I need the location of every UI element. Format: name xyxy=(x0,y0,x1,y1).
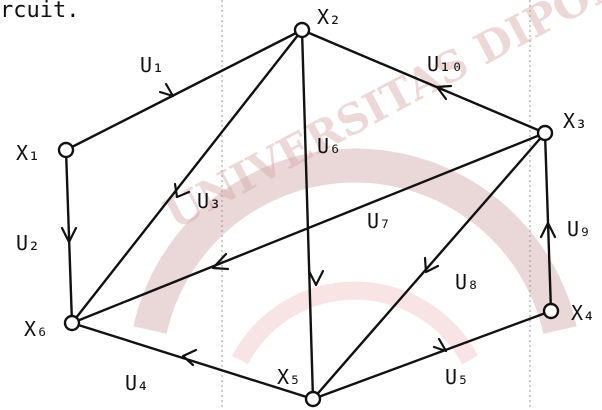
edge-u1 xyxy=(64,28,304,152)
edge-u2 xyxy=(64,148,74,325)
arrow-u6 xyxy=(307,269,325,287)
nodes xyxy=(57,21,560,408)
edge-u7 xyxy=(70,131,547,325)
node-x4 xyxy=(542,302,560,320)
node-x1 xyxy=(57,141,75,159)
edge-label-u10: U₁₀ xyxy=(427,52,463,76)
arrow-u3 xyxy=(173,182,191,199)
edge-labels: U₁ U₂ U₃ U₄ U₅ U₆ U₇ U₈ U₉ U₁₀ xyxy=(16,52,591,395)
arrow-u2 xyxy=(60,226,78,244)
edge-label-u2: U₂ xyxy=(16,231,40,255)
arrow-u8 xyxy=(423,256,440,274)
arrow-u1 xyxy=(158,82,175,98)
edge-label-u6: U₆ xyxy=(317,134,341,158)
node-x3 xyxy=(536,124,554,142)
node-x2 xyxy=(293,21,311,39)
node-x5 xyxy=(304,390,322,408)
edge-u10 xyxy=(300,28,547,135)
watermark-seal: UNIVERSITAS DIPONEGORO xyxy=(133,0,602,365)
watermark-text: UNIVERSITAS DIPONEGORO xyxy=(157,0,602,239)
node-label-x4: X₄ xyxy=(571,301,595,325)
edge-u3 xyxy=(70,28,304,325)
node-label-x6: X₆ xyxy=(24,317,48,341)
node-label-x1: X₁ xyxy=(16,141,40,165)
edge-u4 xyxy=(70,321,315,401)
edge-label-u1: U₁ xyxy=(140,53,164,77)
edge-label-u5: U₅ xyxy=(445,365,469,389)
header-text: rcuit. xyxy=(0,0,79,23)
arrow-u5 xyxy=(432,337,448,353)
arrow-u7 xyxy=(211,252,230,271)
arrowheads xyxy=(60,82,557,367)
edge-label-u8: U₈ xyxy=(455,270,479,294)
node-x6 xyxy=(63,314,81,332)
node-label-x5: X₅ xyxy=(277,365,301,389)
edge-u6 xyxy=(300,28,315,401)
node-label-x2: X₂ xyxy=(317,5,341,29)
edge-u8 xyxy=(311,131,547,401)
arrow-u4 xyxy=(181,348,198,367)
edge-label-u9: U₉ xyxy=(567,217,591,241)
edge-label-u3: U₃ xyxy=(197,189,221,213)
edges xyxy=(64,28,553,401)
node-labels: X₁ X₂ X₃ X₄ X₅ X₆ xyxy=(16,5,595,389)
edge-label-u7: U₇ xyxy=(367,209,391,233)
arrow-u10 xyxy=(435,84,453,101)
arrow-u9 xyxy=(539,221,557,239)
node-label-x3: X₃ xyxy=(563,109,587,133)
edge-u5 xyxy=(311,309,553,401)
edge-label-u4: U₄ xyxy=(125,371,149,395)
